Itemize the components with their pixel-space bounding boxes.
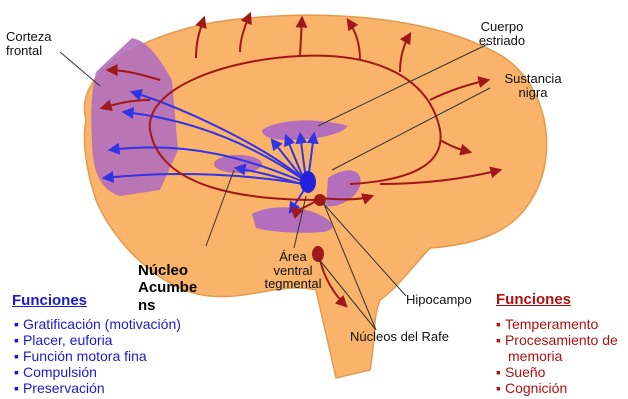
list-item: Placer, euforia	[14, 332, 181, 348]
functions-left-heading: Funciones	[12, 292, 87, 309]
list-item: Compulsión	[14, 364, 181, 380]
label-cuerpo-estriado: Cuerpoestriado	[470, 20, 534, 47]
label-nucleos-rafe: Núcleos del Rafe	[350, 330, 449, 344]
vta-nucleus	[300, 171, 316, 193]
label-hipocampo: Hipocampo	[406, 293, 472, 307]
label-sustancia-nigra: Sustancianigra	[492, 72, 574, 99]
label-area-ventral-tegmental: Áreaventraltegmental	[256, 250, 330, 291]
list-item: Gratificación (motivación)	[14, 316, 181, 332]
functions-left-list: Gratificación (motivación) Placer, eufor…	[14, 316, 181, 396]
list-item: Función motora fina	[14, 348, 181, 364]
functions-right-list: Temperamento Procesamiento de memoria Su…	[496, 316, 624, 396]
list-item: Sueño	[496, 364, 624, 380]
list-item: Temperamento	[496, 316, 624, 332]
label-nucleo-accumbens: NúcleoAcumbens	[138, 262, 216, 314]
functions-right-heading: Funciones	[496, 291, 571, 308]
list-item: Preservación	[14, 380, 181, 396]
label-corteza-frontal: Cortezafrontal	[6, 30, 52, 57]
list-item: Cognición	[496, 380, 624, 396]
list-item: Procesamiento de memoria	[496, 332, 624, 364]
